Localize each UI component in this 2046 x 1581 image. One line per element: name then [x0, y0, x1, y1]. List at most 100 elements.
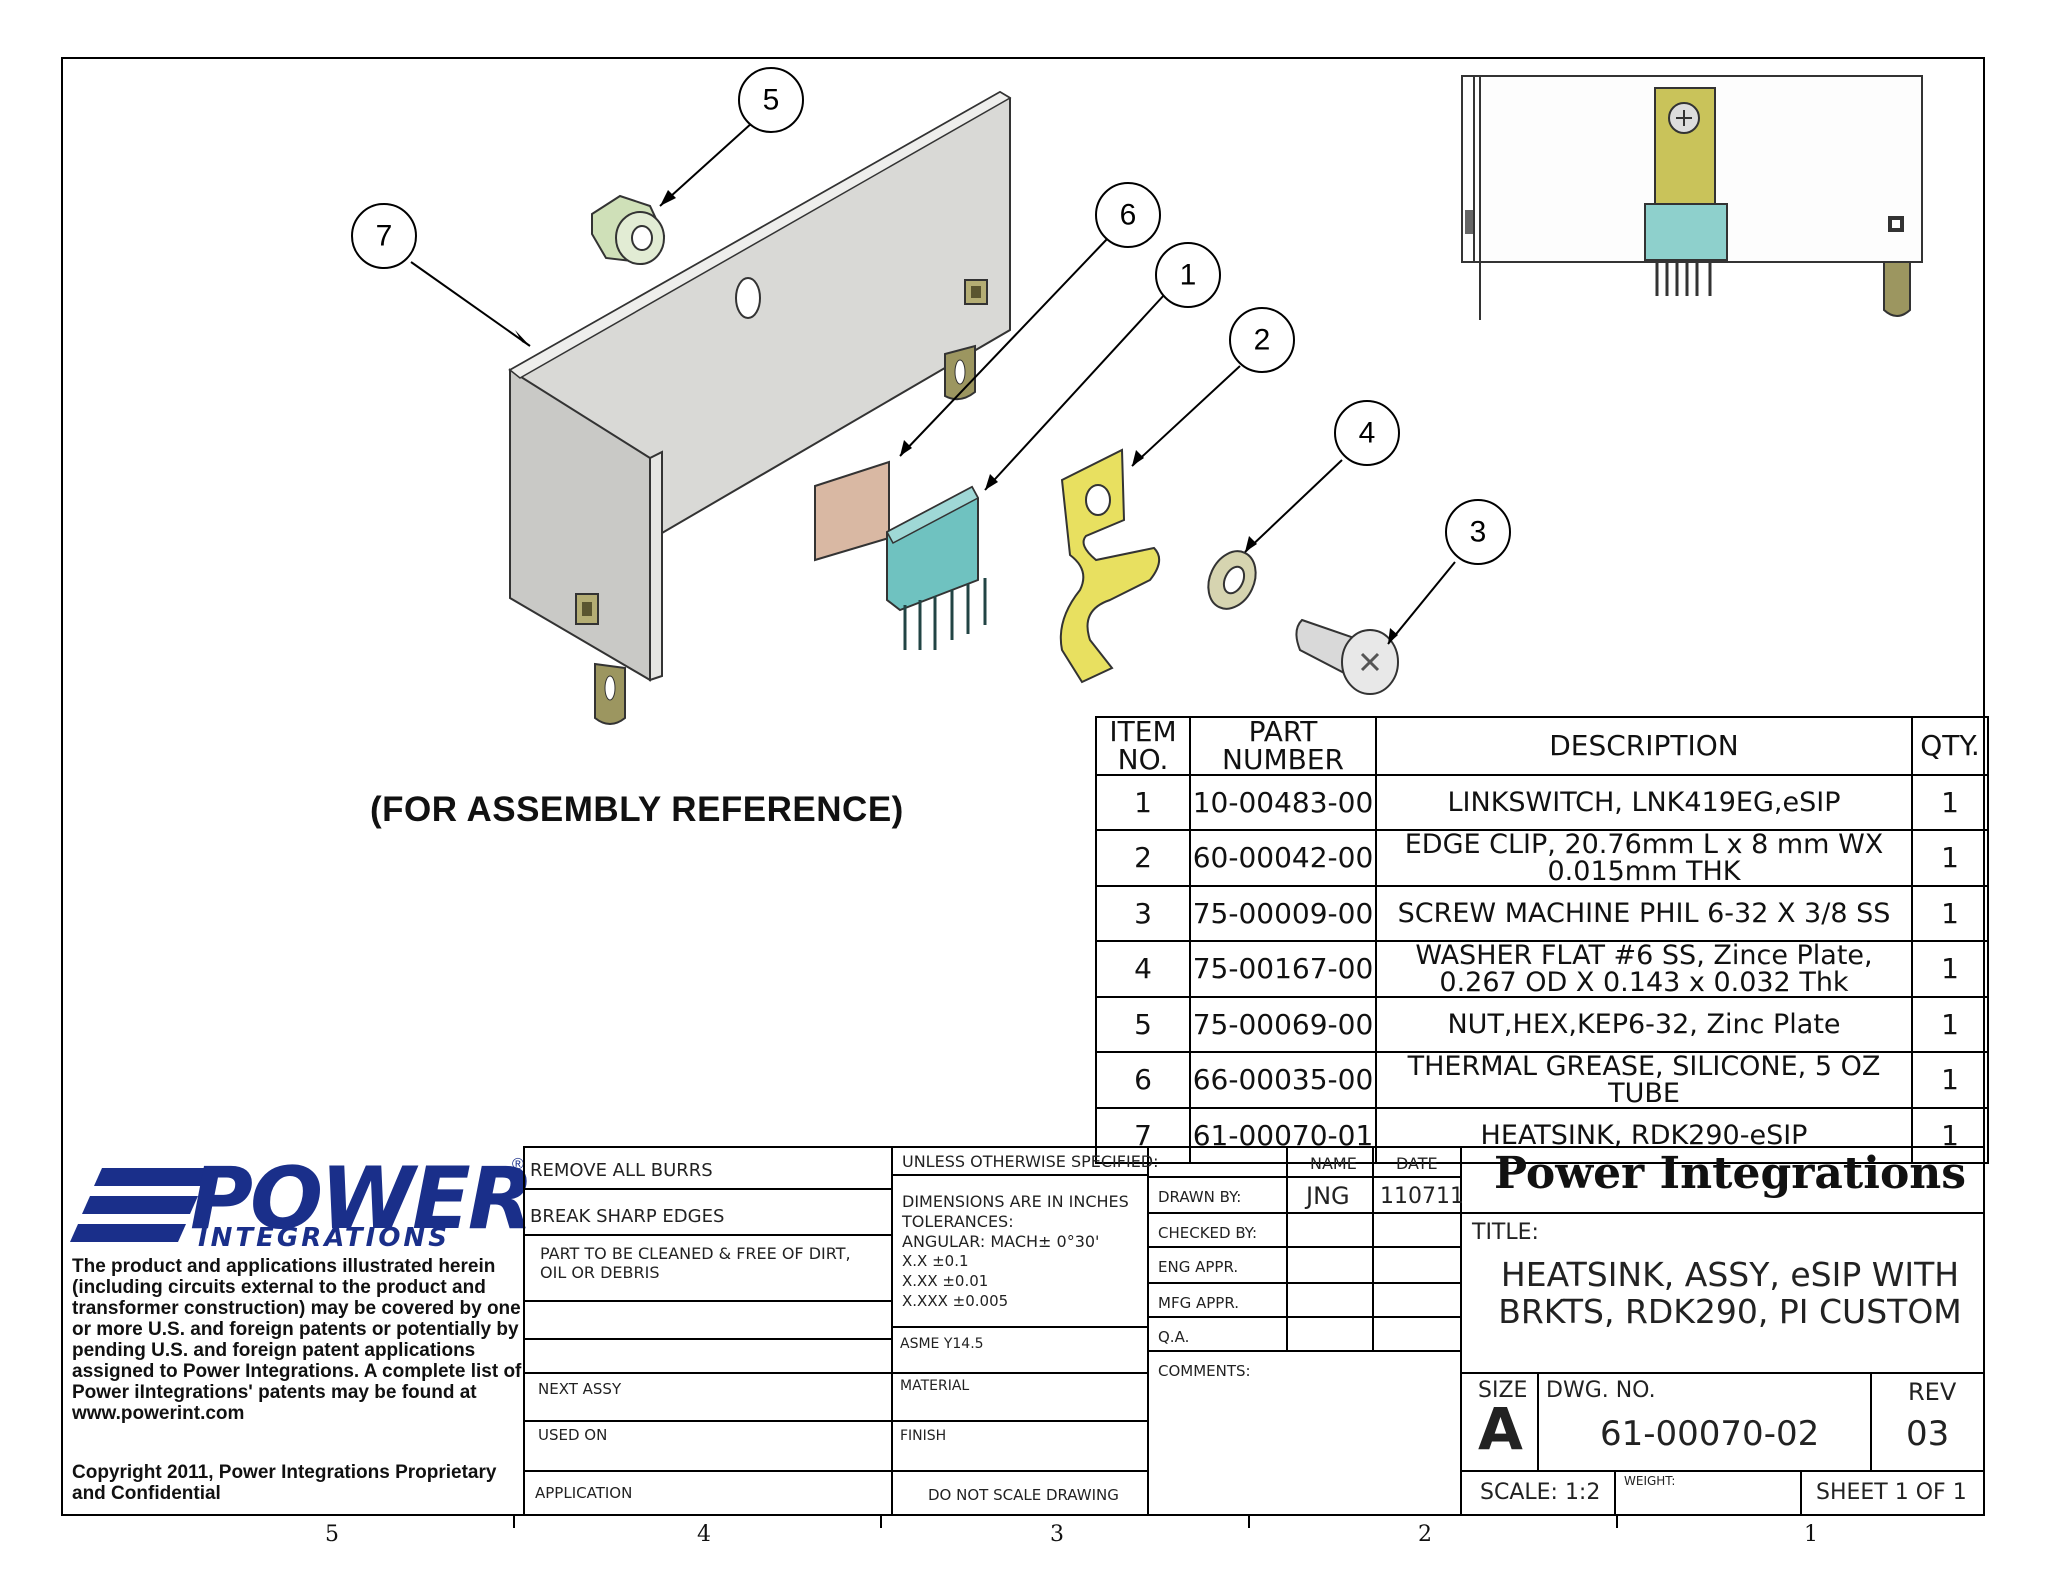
tb-divider [893, 1470, 1149, 1472]
bom-part: 61-00070-01 [1189, 1107, 1377, 1164]
label-qa: Q.A. [1158, 1328, 1190, 1346]
tb-divider [1149, 1350, 1462, 1352]
tb-divider [1537, 1372, 1539, 1470]
tb-divider [1462, 1212, 1985, 1214]
tb-divider [525, 1372, 893, 1374]
bom-qty: 1 [1911, 1051, 1989, 1109]
edge-clip-part [1059, 448, 1161, 684]
bom-part: 75-00167-00 [1189, 940, 1377, 998]
tb-divider [1460, 1146, 1462, 1516]
label-title: TITLE: [1472, 1220, 1539, 1245]
bom-desc: NUT,HEX,KEP6-32, Zinc Plate [1375, 996, 1913, 1053]
balloon-label-1: 1 [1180, 259, 1197, 292]
balloon-2 [1229, 307, 1295, 373]
note-break-edges: BREAK SHARP EDGES [530, 1206, 725, 1227]
bom-header-description: DESCRIPTION [1375, 716, 1913, 776]
copyright-notice: Copyright 2011, Power Integrations Propr… [72, 1462, 497, 1504]
leader-lines [410, 121, 1456, 645]
balloon-1 [1155, 242, 1221, 308]
zone-marker: 2 [1418, 1522, 1432, 1547]
note-clean: PART TO BE CLEANED & FREE OF DIRT, OIL O… [540, 1244, 851, 1282]
bom-item: 5 [1095, 996, 1191, 1053]
label-eng-appr: ENG APPR. [1158, 1258, 1239, 1276]
bom-desc: SCREW MACHINE PHIL 6-32 X 3/8 SS [1375, 885, 1913, 942]
heatsink-part [508, 90, 1012, 725]
label-drawn-by: DRAWN BY: [1158, 1188, 1242, 1206]
tb-divider [525, 1420, 893, 1422]
tb-divider [1149, 1246, 1462, 1248]
zone-tick [513, 1516, 515, 1528]
tb-divider [1614, 1470, 1616, 1516]
registered-mark: ® [512, 1156, 524, 1173]
bom-desc: THERMAL GREASE, SILICONE, 5 OZ TUBE [1375, 1051, 1913, 1109]
bom-qty: 1 [1911, 774, 1989, 831]
logo-mark-icon [70, 1168, 210, 1242]
balloon-7 [351, 203, 417, 269]
bom-part: 60-00042-00 [1189, 829, 1377, 887]
balloon-4 [1334, 400, 1400, 466]
bom-item: 4 [1095, 940, 1191, 998]
label-next-assy: NEXT ASSY [538, 1380, 622, 1398]
balloon-5 [738, 67, 804, 133]
bom-qty: 1 [1911, 996, 1989, 1053]
tb-divider [1147, 1146, 1149, 1516]
tolerance-x1: X.X ±0.1 [902, 1252, 969, 1270]
tb-divider [1800, 1470, 1802, 1516]
bom-item: 2 [1095, 829, 1191, 887]
tb-divider [1462, 1470, 1985, 1472]
label-angular: ANGULAR: MACH± 0°30' [902, 1232, 1100, 1251]
balloon-3 [1445, 499, 1511, 565]
tb-divider [893, 1372, 1149, 1374]
zone-tick [1616, 1516, 1618, 1528]
zone-marker: 4 [697, 1522, 711, 1547]
tb-divider [1149, 1176, 1462, 1178]
bom-item: 6 [1095, 1051, 1191, 1109]
label-comments: COMMENTS: [1158, 1362, 1251, 1380]
drawn-by-date: 110711 [1380, 1184, 1464, 1209]
header-name: NAME [1310, 1154, 1357, 1173]
scale: SCALE: 1:2 [1480, 1480, 1601, 1505]
linkswitch-chip-part [885, 485, 987, 650]
tb-divider [893, 1174, 1149, 1176]
bom-desc: WASHER FLAT #6 SS, Zince Plate, 0.267 OD… [1375, 940, 1913, 998]
leader-arrows [515, 190, 1398, 644]
bom-header-qty: QTY. [1911, 716, 1989, 776]
label-material: MATERIAL [900, 1378, 970, 1394]
tb-divider [1462, 1372, 1985, 1374]
tolerance-x3: X.XXX ±0.005 [902, 1292, 1009, 1310]
label-weight: WEIGHT: [1624, 1474, 1676, 1488]
label-tolerances: TOLERANCES: [902, 1212, 1014, 1231]
tb-divider [1149, 1212, 1462, 1214]
zone-marker: 3 [1050, 1522, 1064, 1547]
bom-desc: HEATSINK, RDK290-eSIP [1375, 1107, 1913, 1164]
bom-desc: LINKSWITCH, LNK419EG,eSIP [1375, 774, 1913, 831]
tb-divider [891, 1146, 893, 1516]
tb-divider [893, 1420, 1149, 1422]
tb-divider [525, 1470, 893, 1472]
zone-tick [1248, 1516, 1250, 1528]
balloon-label-2: 2 [1254, 324, 1271, 357]
tb-divider [525, 1338, 893, 1340]
bom-item: 7 [1095, 1107, 1191, 1164]
assembly-reference-note: (FOR ASSEMBLY REFERENCE) [370, 790, 904, 829]
bom-qty: 1 [1911, 885, 1989, 942]
sheet-count: SHEET 1 OF 1 [1816, 1480, 1967, 1505]
tb-left-line [523, 1146, 525, 1516]
tb-divider [1372, 1146, 1374, 1350]
label-rev: REV [1908, 1378, 1957, 1406]
washer-part [1207, 550, 1257, 610]
bom-qty: 1 [1911, 1107, 1989, 1164]
label-application: APPLICATION [535, 1484, 633, 1502]
bom-qty: 1 [1911, 940, 1989, 998]
label-finish: FINISH [900, 1428, 947, 1444]
screw-part [1295, 618, 1399, 695]
balloon-6 [1095, 182, 1161, 248]
